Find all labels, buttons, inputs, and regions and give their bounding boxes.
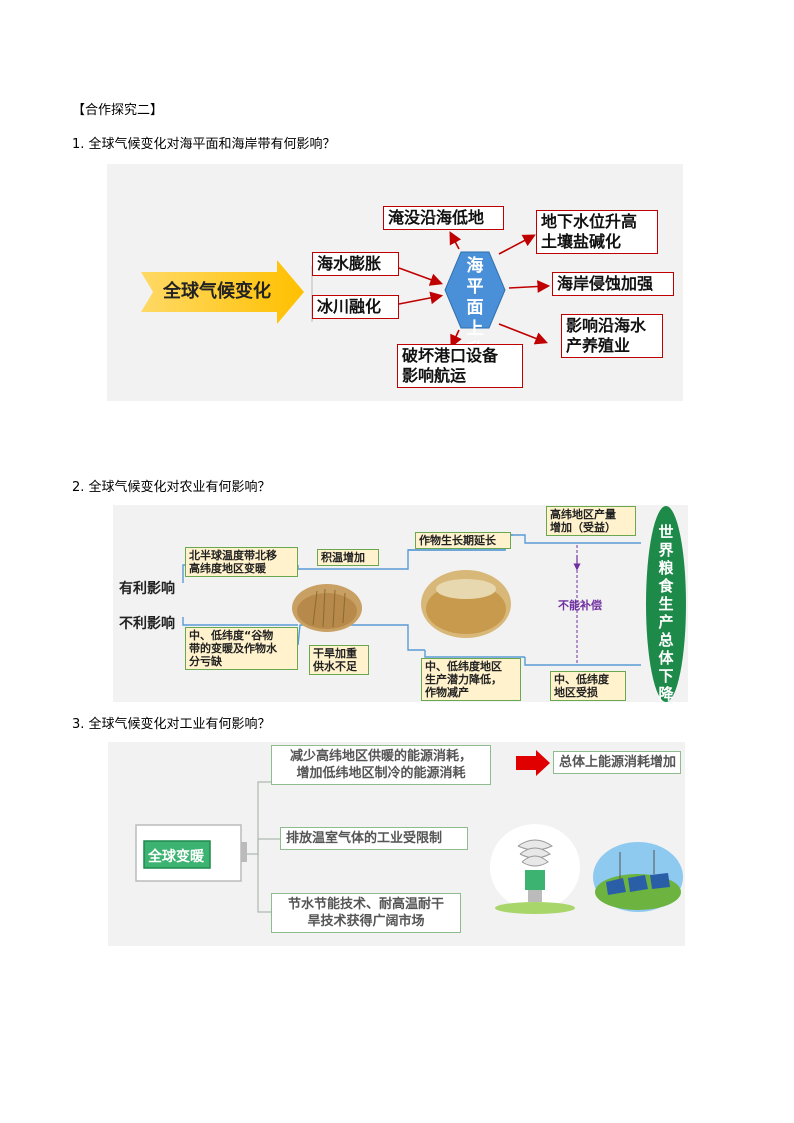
industry-diagram: 全球变暖 减少高纬地区供暖的能源消耗， 增加低纬地区制冷的能源消耗 总体上能源消… — [108, 742, 685, 946]
center-label: 全球变暖 — [148, 849, 204, 865]
agriculture-diagram: 有利影响 不利影响 北半球温度带北移 高纬度地区变暖 积温增加 作物生长期延长 … — [113, 505, 688, 703]
branch-restricted-industry: 排放温室气体的工业受限制 — [280, 827, 468, 850]
cannot-compensate-label: 不能补偿 — [558, 599, 602, 612]
arrow-right-icon — [516, 750, 550, 776]
sea-level-arrows — [141, 231, 551, 348]
question-1: 1. 全球气候变化对海平面和海岸带有何影响？ — [72, 137, 336, 152]
result-label: 世界粮食生产总体下降 — [658, 523, 674, 703]
cause-glacier-melt: 冰川融化 — [312, 295, 399, 319]
agriculture-lines — [182, 506, 686, 702]
branch-energy-result: 总体上能源消耗增加 — [553, 751, 681, 774]
question-3: 3. 全球气候变化对工业有何影响？ — [72, 717, 271, 732]
branch-energy-consumption: 减少高纬地区供暖的能源消耗， 增加低纬地区制冷的能源消耗 — [271, 745, 491, 785]
node-grain-belt: 中、低纬度“谷物 带的变暖及作物水 分亏缺 — [185, 627, 298, 670]
industry-lines — [135, 750, 683, 914]
effect-coastal-erosion: 海岸侵蚀加强 — [552, 272, 674, 296]
effect-aquaculture: 影响沿海水 产养殖业 — [561, 314, 663, 358]
node-growing-period: 作物生长期延长 — [415, 532, 511, 549]
source-label: 全球气候变化 — [163, 281, 271, 302]
node-mid-low-lat-loss: 中、低纬度 地区受损 — [550, 671, 626, 701]
sea-level-hexagon — [444, 251, 506, 329]
question-2: 2. 全球气候变化对农业有何影响？ — [72, 480, 271, 495]
cause-thermal-expansion: 海水膨胀 — [312, 252, 399, 276]
node-drought: 干旱加重 供水不足 — [309, 645, 369, 675]
section-heading: 【合作探究二】 — [72, 103, 164, 118]
result-ellipse — [646, 506, 686, 702]
unfavorable-label: 不利影响 — [119, 616, 175, 632]
branch-tech-market: 节水节能技术、耐高温耐干 旱技术获得广阔市场 — [271, 893, 461, 933]
sea-level-diagram: 全球气候变化 海水膨胀 冰川融化 海平 面上 升 淹没沿海低地 地下水位升高 土… — [107, 164, 683, 401]
effect-salinization: 地下水位升高 土壤盐碱化 — [536, 210, 658, 254]
node-accumulated-temp: 积温增加 — [317, 549, 379, 566]
node-high-lat-yield: 高纬地区产量 增加（受益） — [546, 506, 636, 536]
effect-port-shipping: 破坏港口设备 影响航运 — [397, 344, 523, 388]
energy-saving-bulb-icon — [490, 824, 580, 910]
solar-panels — [606, 873, 670, 895]
effect-flood-lowlands: 淹没沿海低地 — [383, 206, 504, 230]
node-yield-reduction: 中、低纬度地区 生产潜力降低， 作物减产 — [421, 658, 521, 701]
node-temperature-zone: 北半球温度带北移 高纬度地区变暖 — [185, 547, 298, 577]
favorable-label: 有利影响 — [119, 581, 175, 597]
big-arrow-shape — [141, 260, 304, 324]
bulb-drawing — [495, 839, 575, 914]
